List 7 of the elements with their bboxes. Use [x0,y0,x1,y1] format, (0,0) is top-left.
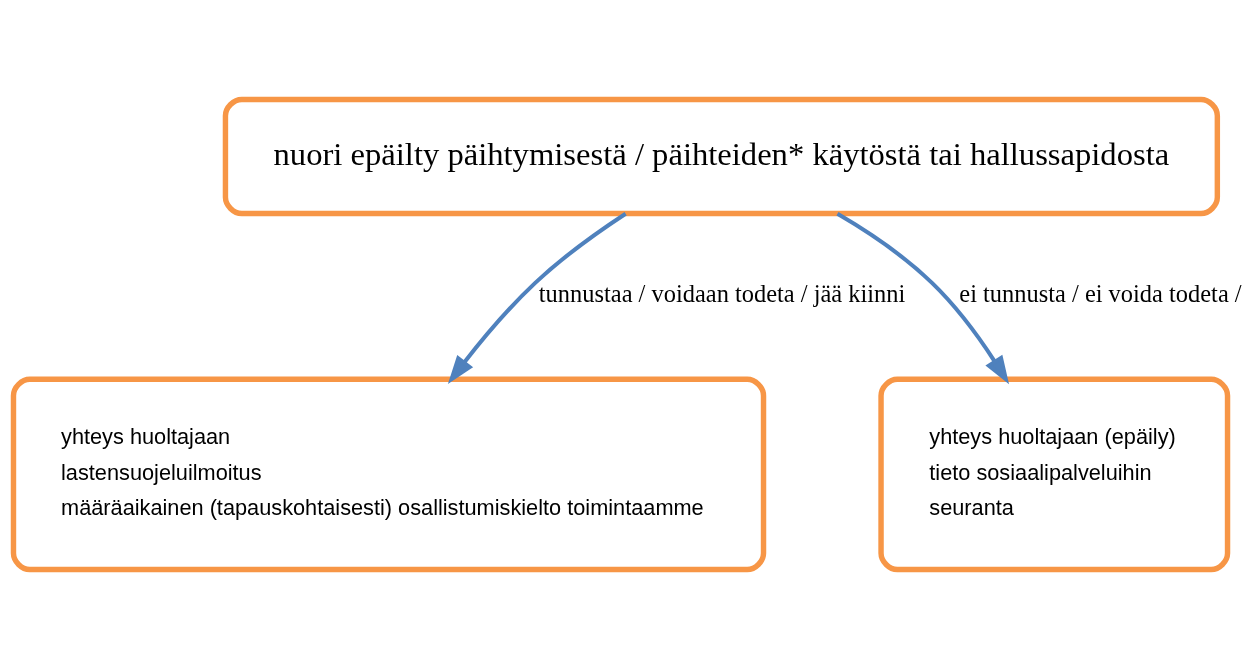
edge-label: ei tunnusta / ei voida todeta / [959,279,1242,307]
node-box: yhteys huoltajaan (epäily) tieto sosiaalipalveluihin seuranta [878,376,1231,572]
arrow [447,211,627,384]
node-box: yhteys huoltajaan lastensuojeluilmoitus määräaikainen (tapauskohtaisesti) osallistumiskielto toimintaamme [10,376,767,572]
edge-label: tunnustaa / voidaan todeta / jää kiinni [538,279,906,307]
arrow [836,211,1010,384]
node-box: nuori epäilty päihtymisestä / päihteiden* käytöstä tai hallussapidosta [222,96,1221,216]
